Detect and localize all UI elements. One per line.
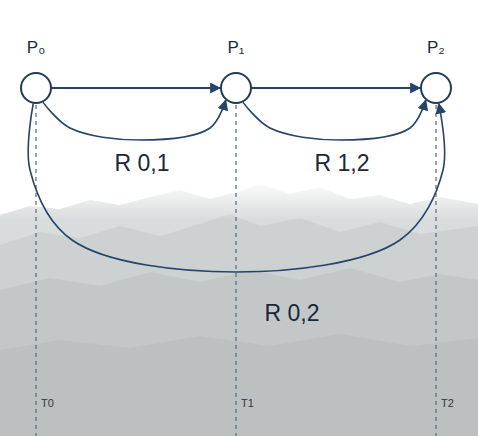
state-circle: P₁ <box>220 72 252 104</box>
time-label: T2 <box>441 397 454 410</box>
relation-arc <box>28 104 444 272</box>
relation-label: R 0,2 <box>265 300 320 328</box>
relation-label: R 0,1 <box>115 150 170 178</box>
time-label: T0 <box>41 397 54 410</box>
node-heading: P₂ <box>427 38 445 58</box>
node-label: P₁ <box>227 38 244 58</box>
node-label: P₀ <box>27 38 45 58</box>
transition-arrow <box>252 87 420 89</box>
relation-arc <box>243 100 426 140</box>
relation-label: R 1,2 <box>315 150 370 178</box>
node-heading: P₀ <box>27 38 45 58</box>
node-heading: P₁ <box>227 38 244 58</box>
state-circle: P₀ <box>20 72 52 104</box>
relation-arc <box>43 100 226 140</box>
time-label: T1 <box>241 397 254 410</box>
time-guide-lines <box>36 105 436 436</box>
node-label: P₂ <box>427 38 445 58</box>
state-circle: P₂ <box>420 72 452 104</box>
transition-arrow <box>52 87 220 89</box>
